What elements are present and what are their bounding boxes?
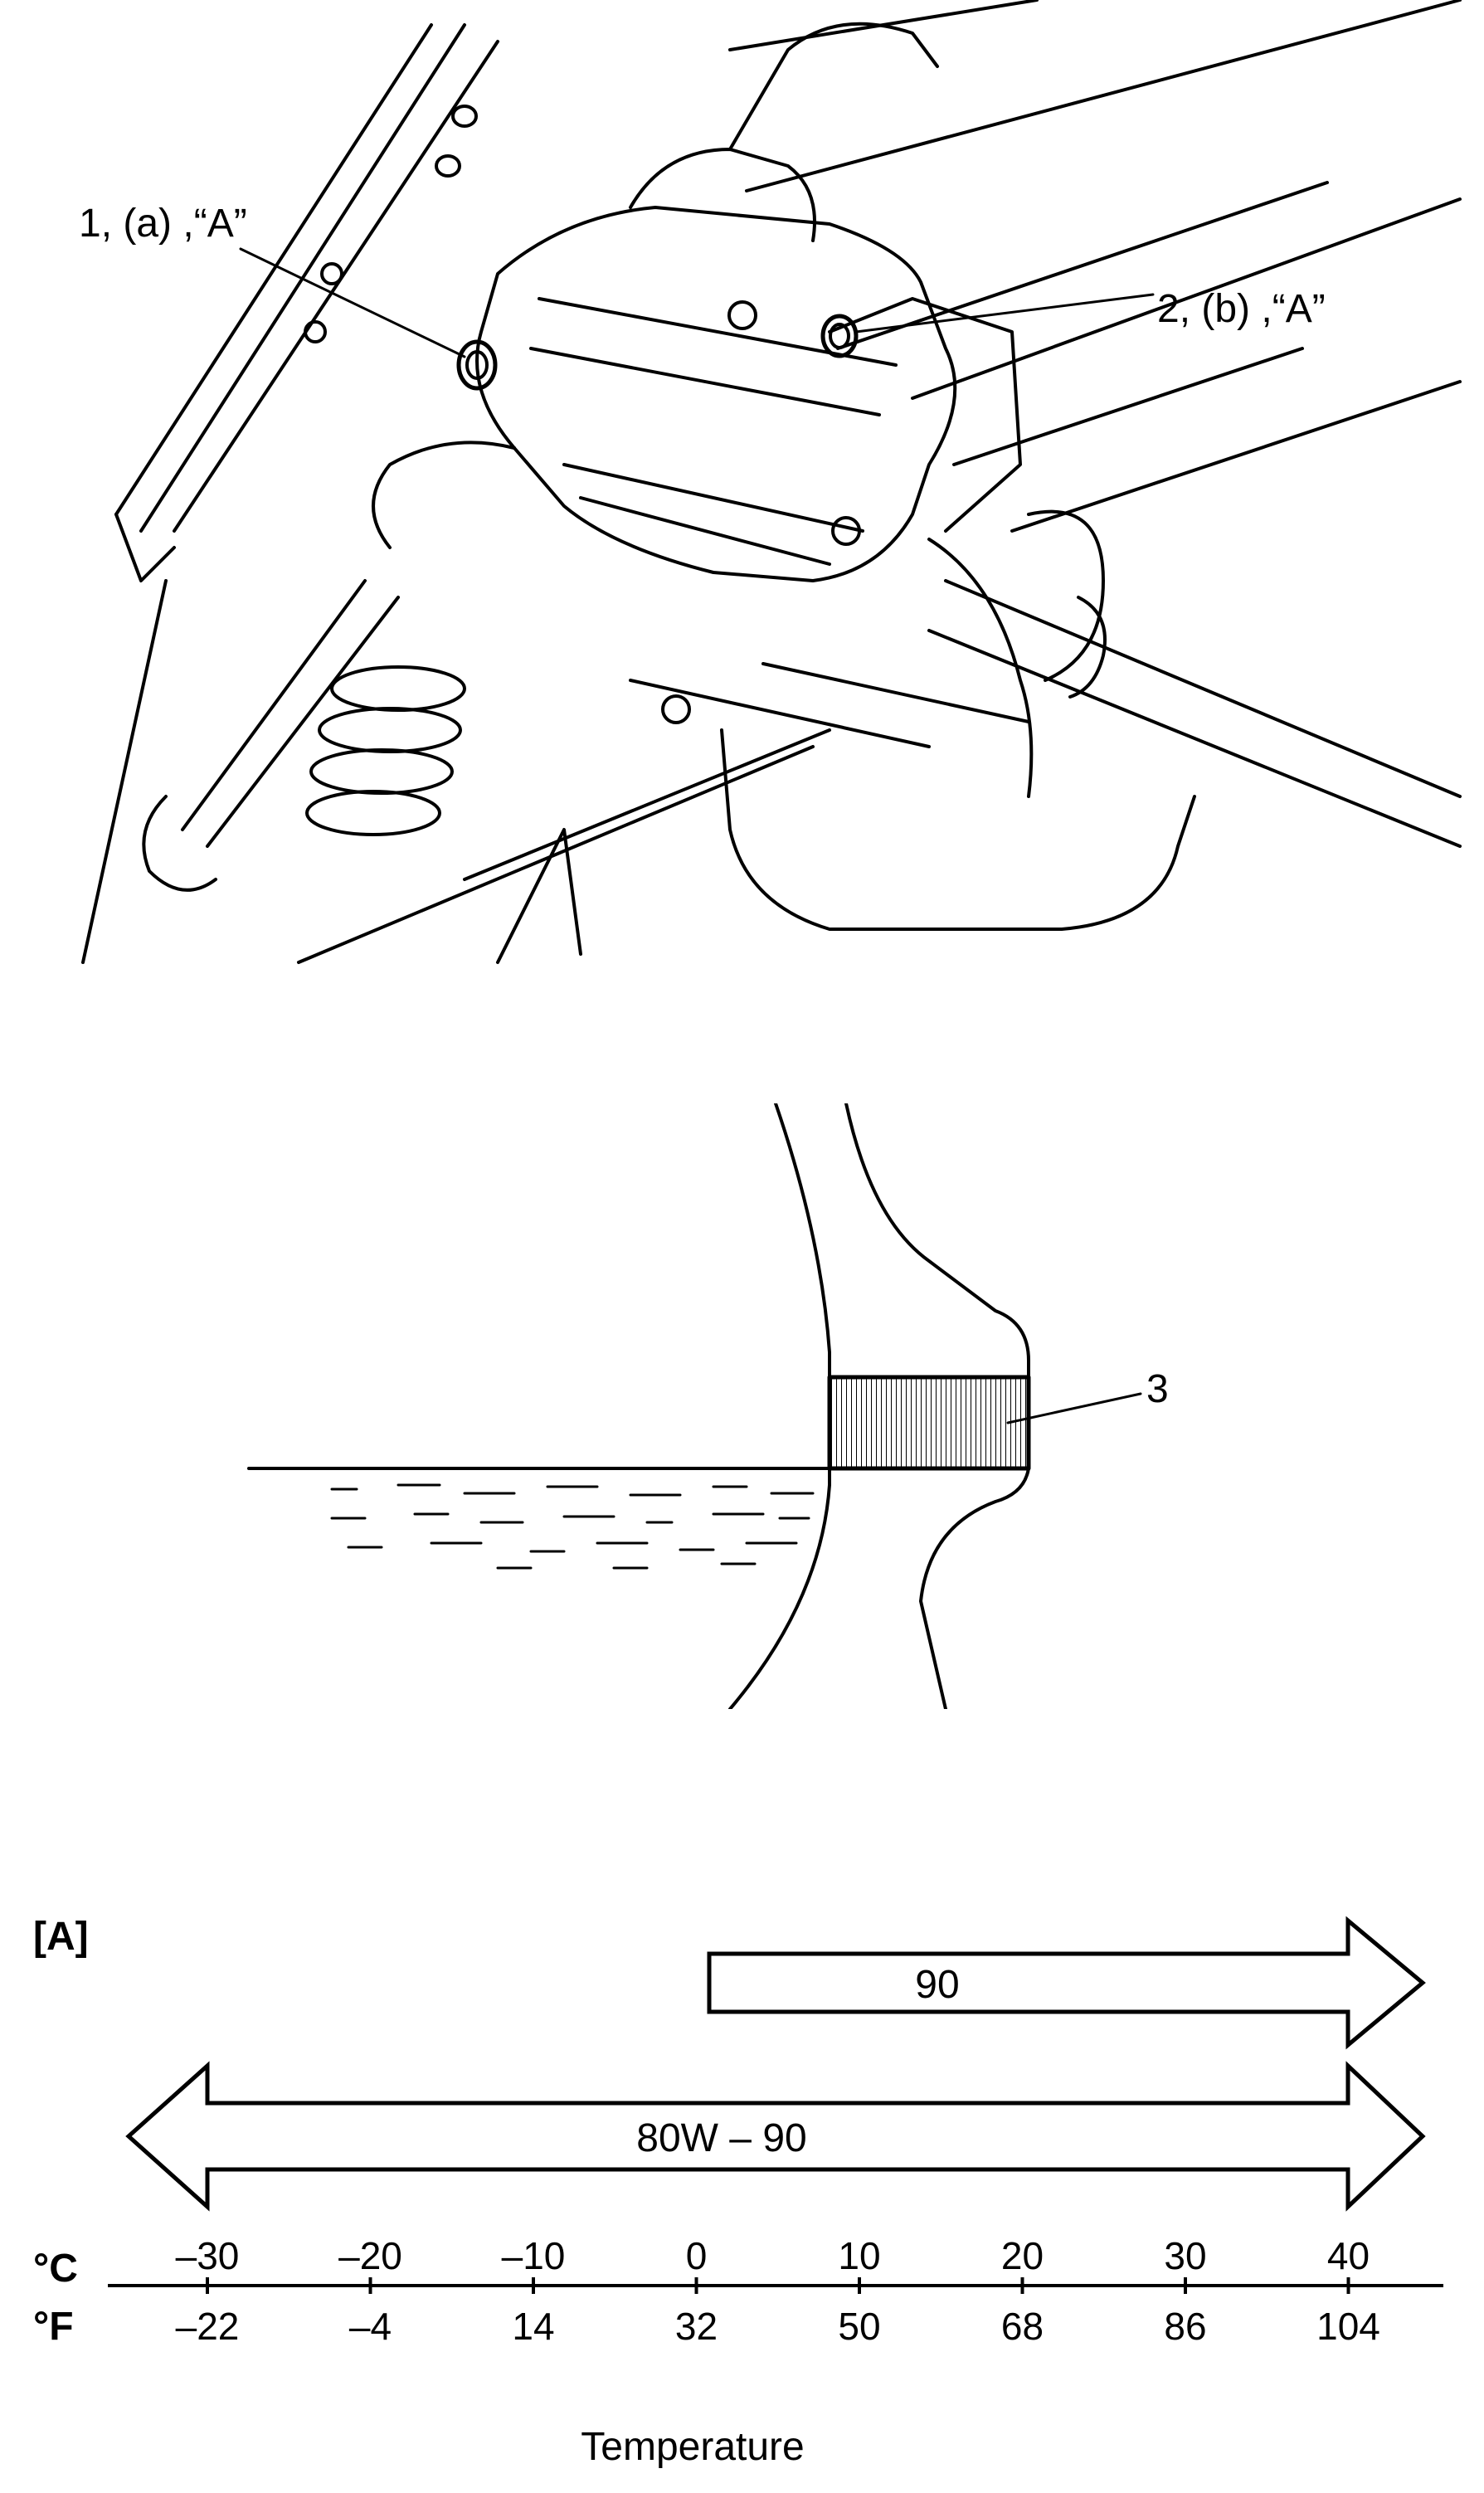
fahrenheit-unit: °F [33, 2305, 74, 2349]
callout-1-label: 1, (a) ,“A” [79, 202, 247, 246]
callout-2-label: 2, (b) ,“A” [1157, 287, 1326, 331]
grade-90-label: 90 [915, 1963, 959, 2007]
callout-3-label: 3 [1146, 1367, 1169, 1411]
temperature-axis-label: Temperature [581, 2425, 804, 2469]
fahrenheit-tick-label: 50 [838, 2305, 880, 2348]
celsius-unit: °C [33, 2247, 78, 2291]
oil-level-drawing: 3 [247, 1102, 1169, 1711]
celsius-tick-label: 0 [686, 2234, 708, 2277]
grade-80w90-arrow [125, 2061, 1426, 2212]
axis-ticks: –30 –22 –20 –4 –10 14 0 32 10 50 20 68 30 86 40 104 [176, 2234, 1380, 2348]
fahrenheit-tick-label: 68 [1001, 2305, 1044, 2348]
figure-viscosity-chart: [A] 90 80W – 90 °C °F –30 –22 –20 –4 –10 14 0 3… [0, 1900, 1484, 2489]
fahrenheit-tick-label: –4 [349, 2305, 392, 2348]
viscosity-chart: [A] 90 80W – 90 °C °F –30 –22 –20 –4 –10 14 0 3… [33, 1915, 1443, 2469]
celsius-tick-label: –30 [176, 2234, 240, 2277]
celsius-tick-label: 40 [1327, 2234, 1370, 2277]
figure-oil-level: 3 [0, 1102, 1484, 1711]
fahrenheit-tick-label: 86 [1164, 2305, 1206, 2348]
celsius-tick-label: 20 [1001, 2234, 1044, 2277]
figure-transfer-plugs: 1, (a) ,“A” 2, (b) ,“A” [0, 0, 1484, 979]
fahrenheit-tick-label: 104 [1316, 2305, 1380, 2348]
celsius-tick-label: 30 [1164, 2234, 1206, 2277]
celsius-tick-label: –10 [502, 2234, 566, 2277]
celsius-tick-label: –20 [338, 2234, 402, 2277]
fahrenheit-tick-label: –22 [176, 2305, 240, 2348]
plug-1 [456, 339, 498, 391]
grade-80w90-label: 80W – 90 [636, 2116, 806, 2160]
bracket-label: [A] [33, 1915, 89, 1959]
fahrenheit-tick-label: 14 [512, 2305, 554, 2348]
plug-hole-3 [827, 1375, 1031, 1471]
fahrenheit-tick-label: 32 [675, 2305, 718, 2348]
plug-2 [820, 314, 859, 358]
celsius-tick-label: 10 [838, 2234, 880, 2277]
transfer-plugs-drawing: 1, (a) ,“A” 2, (b) ,“A” [79, 0, 1462, 964]
grade-90-arrow [707, 1916, 1426, 2050]
